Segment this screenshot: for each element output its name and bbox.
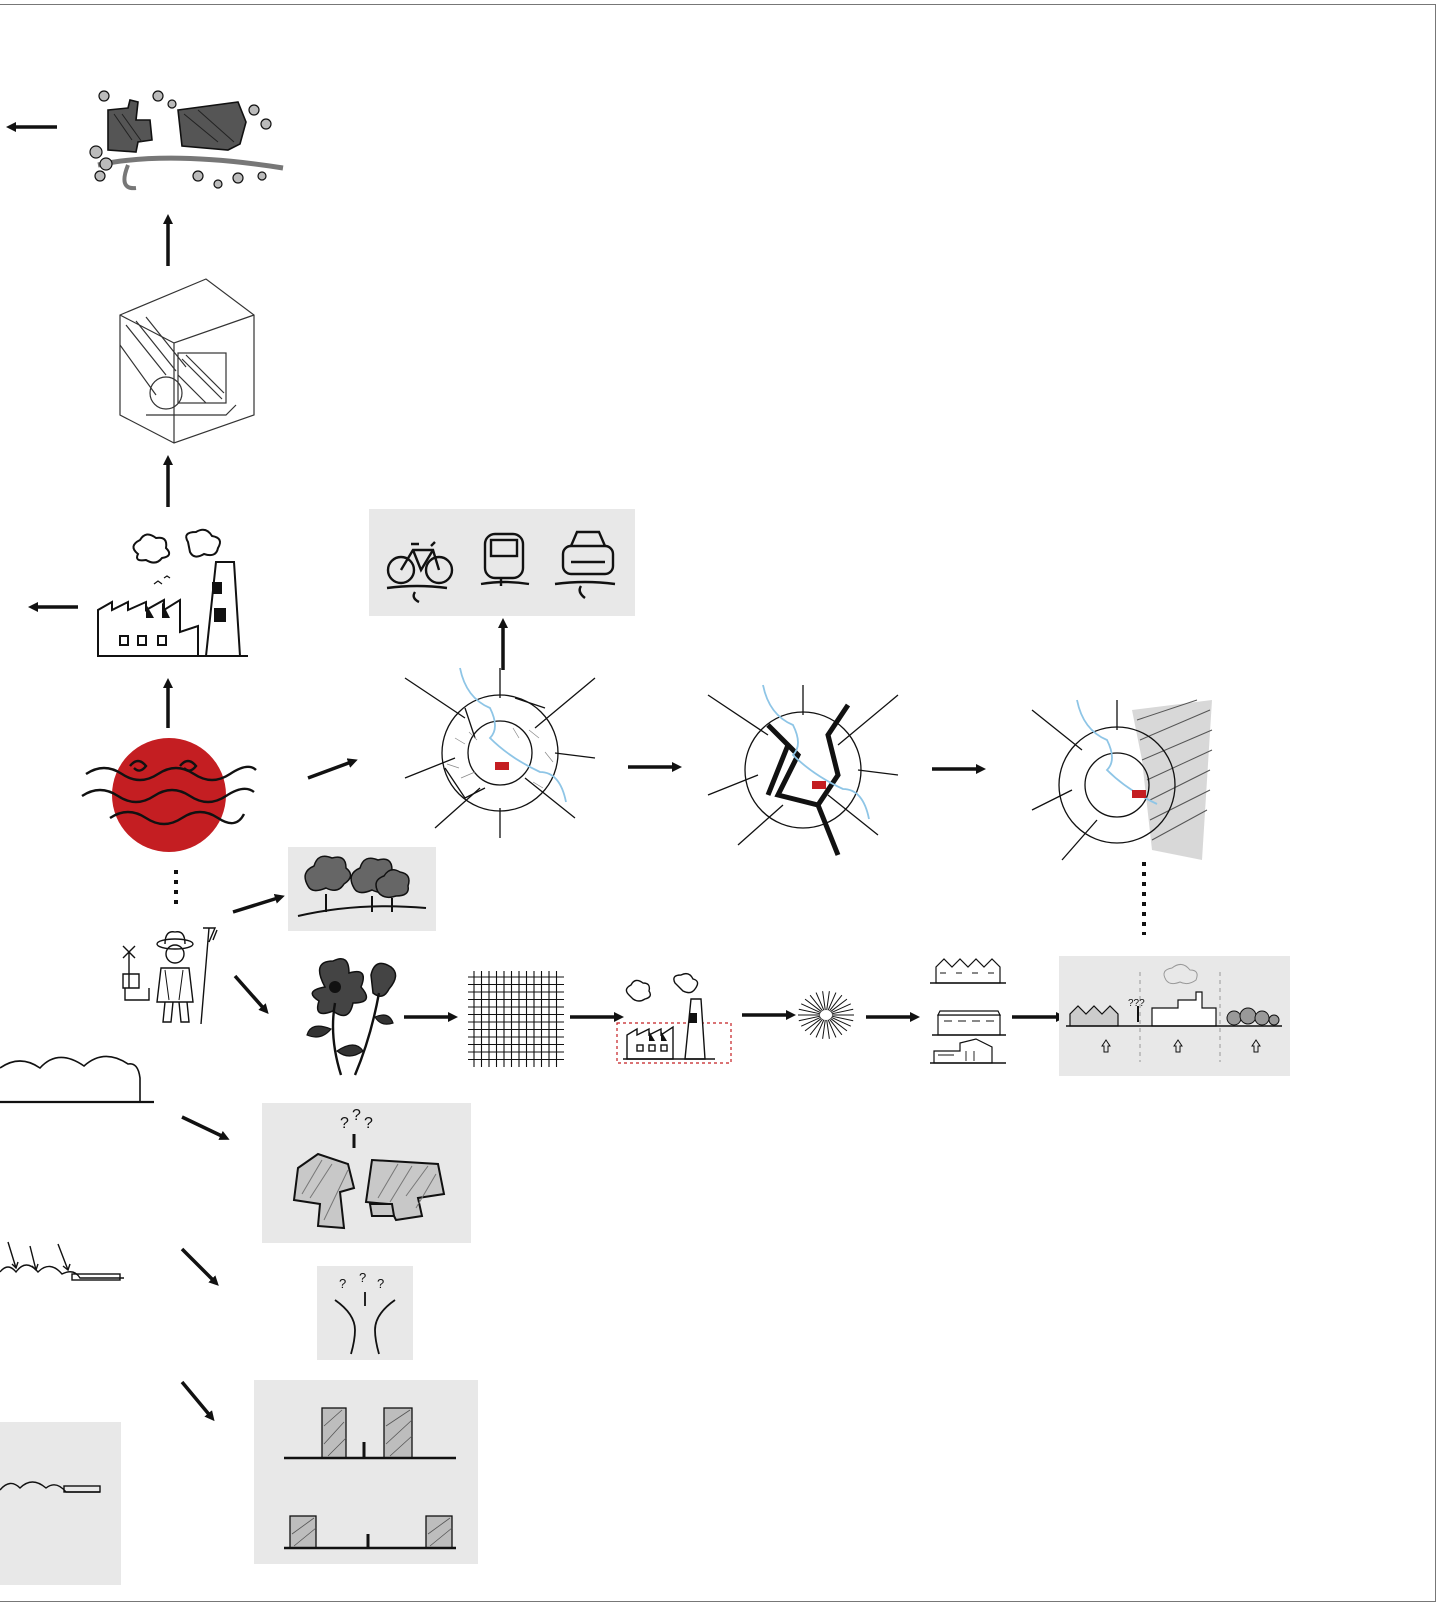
building-gap-icon [284, 1407, 456, 1550]
arrow-to-flowers [233, 974, 269, 1014]
arrow-to-trees [232, 894, 285, 914]
roof-arrows-icon [0, 1241, 124, 1281]
vacant-question-1: ? [340, 1115, 349, 1132]
factory-framed-icon [616, 972, 732, 1064]
city-map-icon [404, 667, 596, 838]
fibre-icon [798, 991, 854, 1039]
vacant-plots-icon: ? ? ? [292, 1107, 446, 1230]
farmer-icon [122, 927, 218, 1025]
red-sun-waves-icon [81, 738, 257, 852]
bicycle-tram-car-icon [386, 530, 616, 604]
vacant-question-2: ? [352, 1107, 361, 1124]
flower-icon [306, 958, 397, 1076]
trees-icon [297, 855, 427, 917]
crossroad-question-1: ? [339, 1276, 346, 1291]
crossroads-icon: ? ? ? [334, 1270, 396, 1355]
streetscape-icon: ??? [1066, 964, 1282, 1062]
site-plan-icon [89, 90, 284, 191]
arrow-to-crossroads [180, 1247, 219, 1286]
crossroad-question-3: ? [377, 1276, 384, 1291]
crossroads-panel [317, 1266, 413, 1360]
sun [112, 738, 226, 852]
arrow-to-city-map [307, 758, 358, 780]
arrow-to-building-gap [180, 1380, 215, 1422]
crossroad-question-2: ? [359, 1270, 366, 1285]
vacant-question-3: ? [364, 1115, 373, 1132]
city-map-roads-icon [707, 684, 899, 856]
streetscape-question-marks: ??? [1128, 998, 1145, 1009]
engine-house-icon [119, 278, 255, 444]
houses-icon [930, 958, 1006, 1064]
roof-profile-panel [0, 1422, 121, 1585]
roof-icon [0, 1055, 154, 1104]
fabric-icon [468, 971, 564, 1067]
diagram-frame [0, 4, 1436, 1602]
factory-icon [97, 528, 248, 657]
arrow-to-vacant-plots [181, 1115, 230, 1140]
roof-profile-icon [0, 1481, 101, 1493]
city-map-zone-icon [1031, 699, 1213, 861]
